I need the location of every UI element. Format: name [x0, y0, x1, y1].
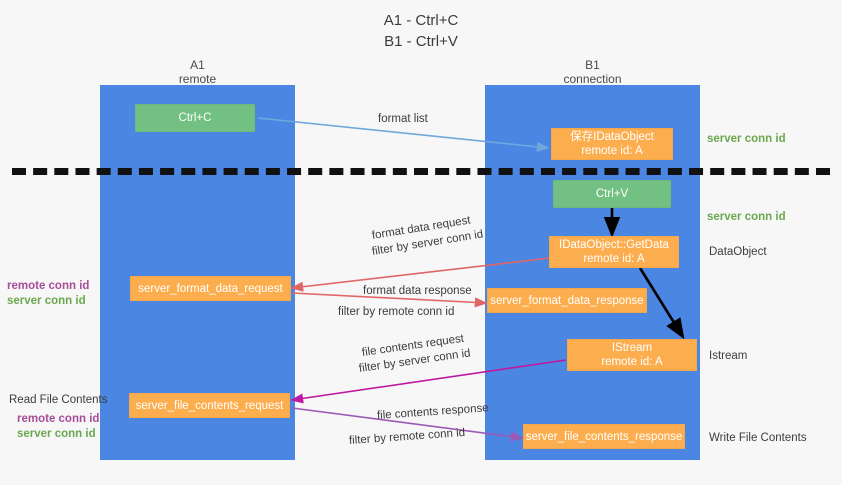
left-label-server-conn-id-upper: server conn id — [7, 295, 86, 307]
node-ctrl-c[interactable]: Ctrl+C — [135, 104, 255, 132]
node-server-format-data-response-label: server_format_data_response — [490, 294, 644, 307]
column-header-a1-name: A1 — [190, 58, 205, 72]
node-idataobject-getdata-id: remote id: A — [583, 253, 645, 265]
column-header-b1-subtitle: connection — [563, 72, 622, 86]
column-header-b1-name: B1 — [585, 58, 600, 72]
edge-label-file-contents-response-filter: filter by remote conn id — [349, 426, 466, 448]
edge-label-file-contents-response: file contents response — [376, 402, 490, 422]
left-note-conn-ids-upper: remote conn id server conn id — [7, 279, 89, 309]
right-label-server-conn-id-top: server conn id — [707, 133, 786, 145]
right-label-write-file-contents: Write File Contents — [709, 432, 807, 444]
node-ctrl-v-label: Ctrl+V — [595, 188, 629, 200]
title-line-1: A1 - Ctrl+C — [383, 12, 459, 29]
filter-key-remote-conn-id: remote conn id — [378, 306, 455, 318]
node-istream-title: IStream — [611, 342, 653, 354]
left-note-conn-ids-lower: remote conn id server conn id — [17, 412, 99, 442]
filter-prefix: filter by — [348, 432, 387, 447]
node-ctrl-v[interactable]: Ctrl+V — [553, 180, 671, 208]
node-istream-id: remote id: A — [601, 356, 663, 368]
node-istream[interactable]: IStream remote id: A — [567, 339, 697, 371]
node-server-file-contents-request-label: server_file_contents_request — [135, 399, 284, 412]
filter-key-remote-conn-id: remote conn id — [388, 426, 466, 445]
edge-label-format-data-response: format data response — [363, 285, 472, 297]
left-label-remote-conn-id-lower: remote conn id — [17, 413, 100, 425]
left-note-read-file-contents: Read File Contents — [9, 393, 107, 408]
node-server-format-data-request[interactable]: server_format_data_request — [130, 276, 291, 301]
node-server-file-contents-response-label: server_file_contents_response — [525, 430, 683, 443]
column-header-a1-subtitle: remote — [178, 72, 217, 86]
node-ctrl-c-label: Ctrl+C — [178, 112, 212, 124]
node-server-file-contents-request[interactable]: server_file_contents_request — [129, 393, 290, 418]
filter-prefix: filter by — [358, 357, 397, 375]
node-idataobject-getdata-title: IDataObject::GetData — [559, 239, 669, 251]
filter-prefix: filter by — [371, 240, 410, 258]
right-label-dataobject: DataObject — [709, 246, 767, 258]
node-save-idataobject-title: 保存IDataObject — [570, 131, 654, 143]
node-save-idataobject[interactable]: 保存IDataObject remote id: A — [551, 128, 673, 160]
left-label-server-conn-id-lower: server conn id — [17, 428, 96, 440]
filter-prefix: filter by — [338, 306, 376, 318]
diagram-title: A1 - Ctrl+C B1 - Ctrl+V — [0, 10, 842, 52]
node-idataobject-getdata[interactable]: IDataObject::GetData remote id: A — [549, 236, 679, 268]
node-server-format-data-request-label: server_format_data_request — [138, 282, 283, 295]
column-header-b1: B1 connection — [485, 58, 700, 86]
column-header-a1: A1 remote — [100, 58, 295, 86]
left-label-remote-conn-id-upper: remote conn id — [7, 280, 90, 292]
edge-label-format-data-response-filter: filter by remote conn id — [338, 305, 454, 319]
right-label-server-conn-id-mid: server conn id — [707, 211, 786, 223]
node-server-format-data-response[interactable]: server_format_data_response — [487, 288, 647, 313]
phase-divider — [12, 168, 830, 175]
title-line-2: B1 - Ctrl+V — [384, 33, 458, 50]
node-save-idataobject-id: remote id: A — [581, 145, 643, 157]
right-label-istream: Istream — [709, 350, 748, 362]
left-label-read-file-contents: Read File Contents — [9, 394, 108, 406]
edge-label-format-list: format list — [378, 113, 428, 125]
node-server-file-contents-response[interactable]: server_file_contents_response — [523, 424, 685, 449]
